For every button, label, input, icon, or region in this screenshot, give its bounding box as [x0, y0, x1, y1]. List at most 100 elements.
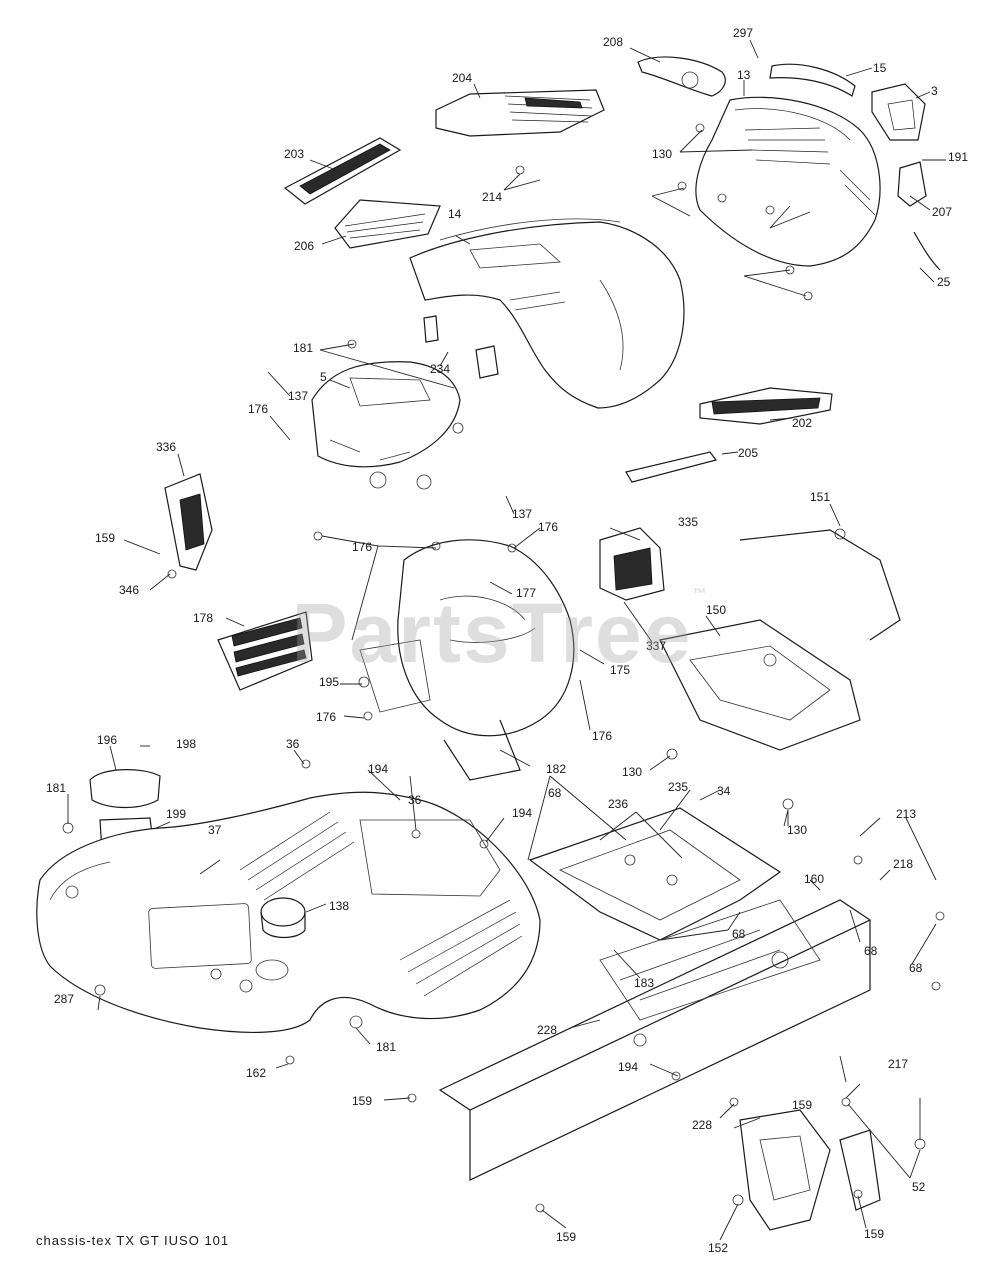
- callout-label: 198: [176, 737, 196, 751]
- callout-label: 14: [448, 207, 462, 221]
- callout-label: 178: [193, 611, 213, 625]
- part-208: [637, 56, 726, 97]
- part-34-plate: [528, 807, 782, 941]
- callout-label: 235: [668, 780, 688, 794]
- callout-label: 176: [352, 540, 372, 554]
- hardware-fasteners: [62, 123, 945, 1213]
- part-25: [913, 231, 941, 271]
- callout-label: 36: [286, 737, 300, 751]
- part-13: [695, 96, 881, 267]
- callout-label: 194: [618, 1060, 638, 1074]
- part-234: [423, 315, 499, 379]
- callout-label: 181: [46, 781, 66, 795]
- callout-label: 228: [692, 1118, 712, 1132]
- callout-label: 234: [430, 362, 450, 376]
- leader-lines: [67, 39, 946, 1241]
- callout-label: 336: [156, 440, 176, 454]
- callout-label: 204: [452, 71, 472, 85]
- callout-label: 130: [787, 823, 807, 837]
- callout-label: 5: [320, 370, 327, 384]
- callout-label: 159: [352, 1094, 372, 1108]
- callout-label: 68: [732, 927, 746, 941]
- callout-label: 177: [516, 586, 536, 600]
- callout-label: 176: [538, 520, 558, 534]
- callout-label: 137: [288, 389, 308, 403]
- callout-label: 206: [294, 239, 314, 253]
- part-5-dash: [311, 361, 461, 490]
- callout-label: 160: [804, 872, 824, 886]
- callout-label: 203: [284, 147, 304, 161]
- callout-label: 176: [248, 402, 268, 416]
- callout-label: 194: [368, 762, 388, 776]
- callout-label: 195: [319, 675, 339, 689]
- callout-label: 25: [937, 275, 951, 289]
- callout-label: 138: [329, 899, 349, 913]
- callout-label: 217: [888, 1057, 908, 1071]
- callout-label: 130: [622, 765, 642, 779]
- diagram-caption: chassis-tex TX GT IUSO 101: [36, 1233, 230, 1248]
- callout-label: 36: [408, 793, 422, 807]
- callout-label: 176: [592, 729, 612, 743]
- callout-label: 159: [864, 1227, 884, 1241]
- callout-label: 68: [864, 944, 878, 958]
- part-202: [699, 387, 833, 425]
- part-151-150: [659, 529, 901, 751]
- callout-label: 13: [737, 68, 751, 82]
- callout-label: 194: [512, 806, 532, 820]
- callout-label: 297: [733, 26, 753, 40]
- callout-label: 159: [95, 531, 115, 545]
- callout-label: 137: [512, 507, 532, 521]
- callout-labels: 208 297 13 15 3 204 203 214 130 191 207 …: [46, 26, 968, 1255]
- callout-label: 68: [909, 961, 923, 975]
- part-205: [625, 451, 718, 483]
- part-206: [334, 199, 441, 249]
- callout-label: 176: [316, 710, 336, 724]
- part-336: [164, 473, 213, 571]
- callout-label: 196: [97, 733, 117, 747]
- part-178: [217, 611, 313, 691]
- part-15: [769, 63, 856, 97]
- callout-label: 68: [548, 786, 562, 800]
- part-axle-bracket: [739, 1109, 881, 1231]
- callout-label: 218: [893, 857, 913, 871]
- callout-label: 228: [537, 1023, 557, 1037]
- callout-label: 3: [931, 84, 938, 98]
- callout-label: 236: [608, 797, 628, 811]
- part-204: [435, 89, 605, 137]
- part-138: [255, 897, 306, 981]
- callout-label: 181: [293, 341, 313, 355]
- callout-label: 287: [54, 992, 74, 1006]
- callout-label: 335: [678, 515, 698, 529]
- callout-label: 346: [119, 583, 139, 597]
- callout-label: 214: [482, 190, 502, 204]
- part-203: [283, 137, 402, 205]
- callout-label: 52: [912, 1180, 926, 1194]
- callout-label: 337: [646, 639, 666, 653]
- callout-label: 191: [948, 150, 968, 164]
- callout-label: 182: [546, 762, 566, 776]
- callout-label: 213: [896, 807, 916, 821]
- part-207: [897, 161, 927, 207]
- part-3: [871, 83, 926, 141]
- callout-label: 202: [792, 416, 812, 430]
- callout-label: 34: [717, 784, 731, 798]
- callout-label: 162: [246, 1066, 266, 1080]
- callout-label: 183: [634, 976, 654, 990]
- part-frame-rails: [438, 899, 872, 1181]
- part-14: [409, 218, 685, 409]
- callout-label: 175: [610, 663, 630, 677]
- callout-label: 159: [556, 1230, 576, 1244]
- part-335: [599, 527, 665, 601]
- callout-label: 15: [873, 61, 887, 75]
- callout-label: 199: [166, 807, 186, 821]
- callout-label: 181: [376, 1040, 396, 1054]
- callout-label: 152: [708, 1241, 728, 1255]
- callout-label: 207: [932, 205, 952, 219]
- callout-label: 130: [652, 147, 672, 161]
- callout-label: 151: [810, 490, 830, 504]
- part-175-column: [359, 539, 575, 781]
- callout-label: 208: [603, 35, 623, 49]
- callout-label: 159: [792, 1098, 812, 1112]
